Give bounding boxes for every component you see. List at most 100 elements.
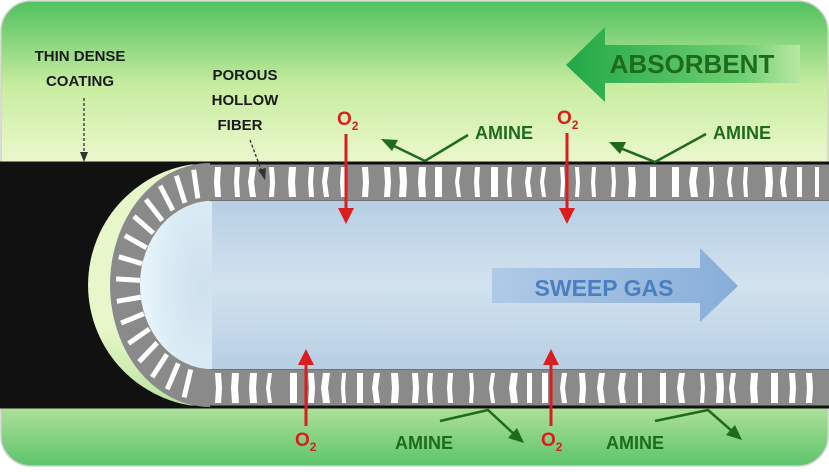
fiber-pore [560,167,565,197]
o2-arrow-top-1: O2 [337,109,359,224]
fiber-pore [357,373,363,403]
fiber-pore [597,373,605,403]
fiber-pore [750,373,758,403]
o2-subscript: 2 [352,119,359,133]
fiber-pore [560,373,567,403]
fiber-pore [611,167,616,197]
porous-fiber-end-cap [110,163,210,407]
fiber-pore [489,373,495,403]
o2-arrow-bottom-2: O2 [541,349,563,454]
amine-label: AMINE [606,433,664,453]
o2-label: O [557,108,572,129]
amine-arrow-bottom-1: AMINE [395,408,524,453]
fiber-pore [412,373,419,403]
absorbent-arrow: ABSORBENT [566,27,800,102]
fiber-pore [322,167,329,197]
fiber-pore [391,373,399,403]
svg-text:O2: O2 [541,430,563,454]
fiber-pore [638,373,642,403]
fiber-pore [288,167,296,197]
fiber-pore [132,214,156,236]
fiber-pore [447,373,453,403]
fiber-pore [143,197,165,223]
fiber-pore [789,373,796,403]
fiber-pore [591,167,596,197]
fiber-pore [266,373,272,403]
fiber-pore [677,373,685,403]
fiber-pore [115,276,141,283]
fiber-pore [650,167,656,197]
porous-hollow-fiber-label-line3: FIBER [218,117,263,134]
o2-subscript: 2 [556,440,563,454]
fiber-pore [575,167,580,197]
fiber-pore [780,167,787,197]
fiber-pore [290,373,297,403]
fiber-pores-top [214,167,819,197]
fiber-pore [815,167,819,197]
fiber-pore [362,167,369,197]
fiber-pore [689,167,698,197]
fiber-pore [372,373,380,403]
fiber-pore [215,373,222,403]
fiber-pore [165,362,181,391]
fiber-pore [455,167,461,197]
fiber-pore [341,373,346,403]
fiber-pore [214,167,221,197]
amine-label: AMINE [713,123,771,143]
fiber-pore [765,167,773,197]
svg-text:O2: O2 [557,108,579,132]
o2-label: O [295,430,310,451]
o2-arrow-top-2: O2 [557,108,579,224]
fiber-pore [727,167,733,197]
fiber-pore [507,167,512,197]
fiber-pore [660,373,666,403]
fiber-pore [308,167,314,197]
o2-subscript: 2 [310,440,317,454]
fiber-pore [806,373,813,403]
fiber-pore [540,167,546,197]
fiber-pore [248,167,256,197]
fiber-pore [191,169,201,199]
thin-dense-coating-callout: THIN DENSE COATING [35,48,126,162]
fiber-pore [399,167,407,197]
fiber-pore [137,341,159,364]
fiber-pore [118,254,143,267]
fiber-pore [173,175,188,204]
fiber-pore [435,167,442,197]
fiber-pore [628,167,636,197]
o2-subscript: 2 [572,118,579,132]
sweep-gas-label: SWEEP GAS [535,275,674,301]
fiber-pore [150,352,170,379]
fiber-pore [308,373,315,403]
fiber-pore [509,373,518,403]
fiber-pore [474,167,480,197]
fiber-pore [116,294,142,304]
thin-dense-coating-label-line1: THIN DENSE [35,48,126,65]
porous-hollow-fiber-label-line1: POROUS [212,67,277,84]
fiber-pore [157,184,176,212]
fiber-pore [269,167,275,197]
fiber-pore [743,167,748,197]
fiber-pore [491,167,498,197]
fiber-pore [579,373,586,403]
amine-arrow-top-2: AMINE [609,123,771,164]
amine-arrow-top-1: AMINE [381,123,533,163]
fiber-pore [709,167,714,197]
fiber-pore [729,373,736,403]
fiber-pore [123,233,148,250]
fiber-pore [384,167,391,197]
svg-text:O2: O2 [337,109,359,133]
o2-arrow-bottom-1: O2 [295,349,317,454]
fiber-pore [418,167,426,197]
fiber-pore [797,167,802,197]
fiber-pore [120,311,145,326]
porous-hollow-fiber-label-line2: HOLLOW [212,92,279,109]
fiber-pore [527,373,532,403]
fiber-pore [618,373,626,403]
o2-label: O [337,109,352,130]
fiber-pore [234,167,240,197]
sweep-gas-arrow: SWEEP GAS [492,248,738,322]
fiber-pore [771,373,778,403]
